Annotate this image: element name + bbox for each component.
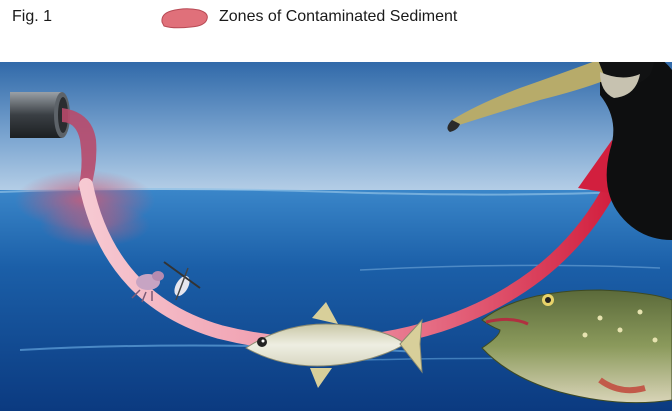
legend-label: Zones of Contaminated Sediment: [219, 8, 457, 26]
outfall-pipe: [10, 92, 70, 138]
figure-label: Fig. 1: [12, 8, 52, 26]
legend-swatch-icon: [159, 6, 211, 30]
